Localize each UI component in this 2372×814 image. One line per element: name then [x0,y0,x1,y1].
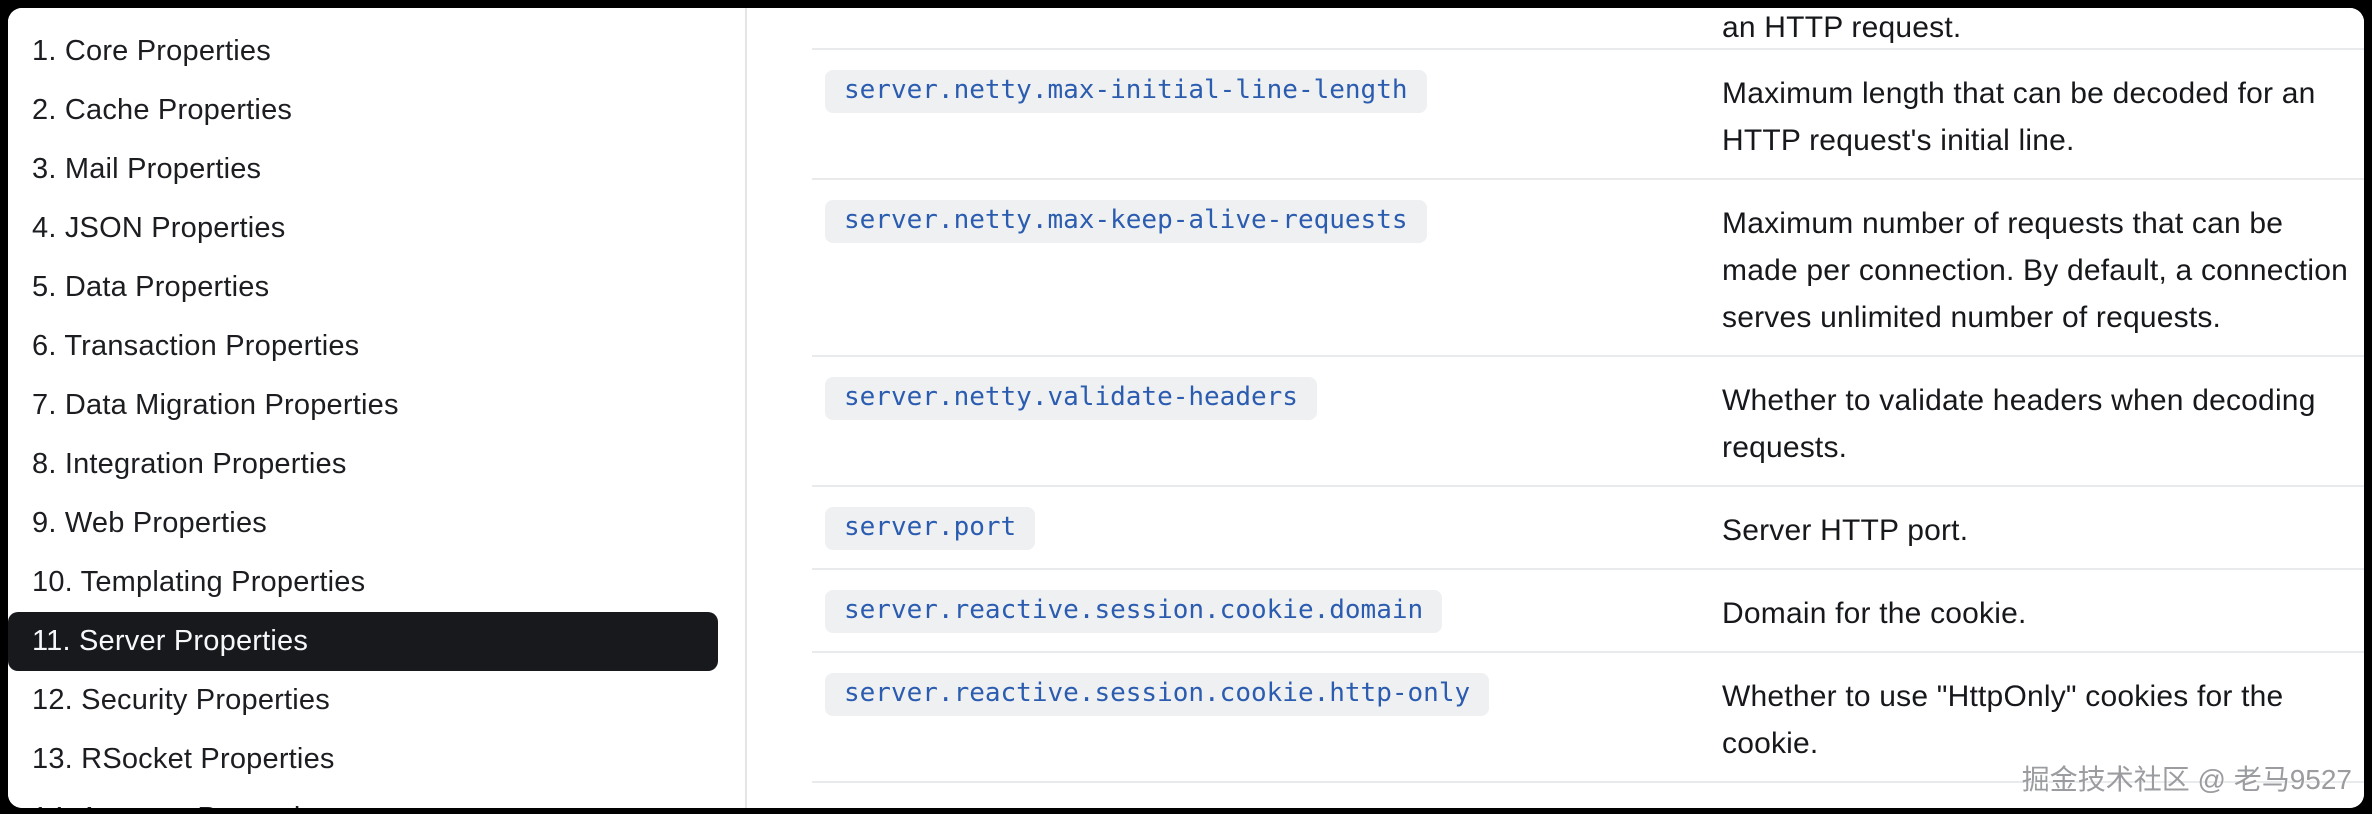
property-cell: server.netty.validate-headers [812,377,1722,420]
sidebar-item-8[interactable]: 8. Integration Properties [8,435,718,494]
sidebar-item-12[interactable]: 12. Security Properties [8,671,718,730]
description-line: Maximum length that can be decoded for a… [1722,77,2316,110]
description-cell: Whether to use "HttpOnly" cookies for th… [1722,673,2283,767]
description-line: Domain for the cookie. [1722,597,2027,630]
description-line: HTTP request's initial line. [1722,124,2075,157]
sidebar-item-7[interactable]: 7. Data Migration Properties [8,376,718,435]
description-cell: Whether to validate headers when decodin… [1722,377,2316,471]
property-code-chip[interactable]: server.port [825,507,1036,550]
sidebar-item-label: 1. Core Properties [32,35,271,67]
description-line: Whether to validate headers when decodin… [1722,384,2316,417]
property-cell: server.port [812,507,1722,550]
sidebar-item-label: 9. Web Properties [32,507,267,539]
sidebar-item-label: 3. Mail Properties [32,153,262,185]
sidebar-item-label: 10. Templating Properties [32,566,366,598]
properties-table: an HTTP request. server.netty.max-initia… [812,8,2364,783]
description-cell: Maximum length that can be decoded for a… [1722,70,2316,164]
table-row: server.reactive.session.cookie.domain Do… [812,570,2364,653]
description-line: cookie. [1722,727,1819,760]
property-code-chip[interactable]: server.reactive.session.cookie.domain [825,590,1443,633]
description-cell: Domain for the cookie. [1722,590,2027,637]
sidebar-item-9[interactable]: 9. Web Properties [8,494,718,553]
sidebar-item-label: 8. Integration Properties [32,448,347,480]
sidebar-item-4[interactable]: 4. JSON Properties [8,199,718,258]
sidebar-item-1[interactable]: 1. Core Properties [8,22,718,81]
sidebar-item-label: 2. Cache Properties [32,94,293,126]
sidebar-item-10[interactable]: 10. Templating Properties [8,553,718,612]
sidebar-item-3[interactable]: 3. Mail Properties [8,140,718,199]
property-code-chip[interactable]: server.reactive.session.cookie.http-only [825,673,1490,716]
sidebar-nav: 1. Core Properties 2. Cache Properties 3… [8,8,745,808]
sidebar-item-label: 4. JSON Properties [32,212,286,244]
sidebar-item-label: 12. Security Properties [32,684,330,716]
sidebar-item-label: 13. RSocket Properties [32,743,335,775]
sidebar-item-11[interactable]: 11. Server Properties [8,612,718,671]
property-code-chip[interactable]: server.netty.max-keep-alive-requests [825,200,1427,243]
sidebar-list: 1. Core Properties 2. Cache Properties 3… [8,8,745,808]
property-cell: server.reactive.session.cookie.domain [812,590,1722,633]
properties-table-pane: an HTTP request. server.netty.max-initia… [747,8,2364,808]
page-frame: 1. Core Properties 2. Cache Properties 3… [8,8,2364,808]
sidebar-item-label: 14. Actuator Properties [32,802,332,808]
description-line: an HTTP request. [1722,11,1962,44]
sidebar-item-13[interactable]: 13. RSocket Properties [8,730,718,789]
sidebar-item-6[interactable]: 6. Transaction Properties [8,317,718,376]
description-line: requests. [1722,431,1848,464]
table-row: server.netty.validate-headers Whether to… [812,357,2364,487]
description-line: Maximum number of requests that can be [1722,207,2284,240]
property-cell: server.reactive.session.cookie.http-only [812,673,1722,716]
description-line: serves unlimited number of requests. [1722,301,2222,334]
description-line: Server HTTP port. [1722,514,1969,547]
table-row: server.reactive.session.cookie.http-only… [812,653,2364,783]
property-code-chip[interactable]: server.netty.max-initial-line-length [825,70,1427,113]
sidebar-item-label: 6. Transaction Properties [32,330,360,362]
description-line: Whether to use "HttpOnly" cookies for th… [1722,680,2284,713]
property-cell: server.netty.max-initial-line-length [812,70,1722,113]
property-cell: server.netty.max-keep-alive-requests [812,200,1722,243]
table-row: server.netty.max-keep-alive-requests Max… [812,180,2364,357]
description-cell: an HTTP request. [1722,8,1961,48]
description-cell: Maximum number of requests that can be ma… [1722,200,2348,341]
property-code-chip[interactable]: server.netty.validate-headers [825,377,1317,420]
sidebar-item-2[interactable]: 2. Cache Properties [8,81,718,140]
sidebar-item-label: 5. Data Properties [32,271,270,303]
table-row: an HTTP request. [812,8,2364,50]
description-cell: Server HTTP port. [1722,507,1968,554]
table-row: server.port Server HTTP port. [812,487,2364,570]
sidebar-item-14[interactable]: 14. Actuator Properties [8,789,718,808]
table-row: server.netty.max-initial-line-length Max… [812,50,2364,180]
sidebar-item-label: 11. Server Properties [32,625,309,657]
sidebar-item-5[interactable]: 5. Data Properties [8,258,718,317]
sidebar-item-label: 7. Data Migration Properties [32,389,399,421]
sidebar-divider [745,8,747,808]
description-line: made per connection. By default, a conne… [1722,254,2349,287]
